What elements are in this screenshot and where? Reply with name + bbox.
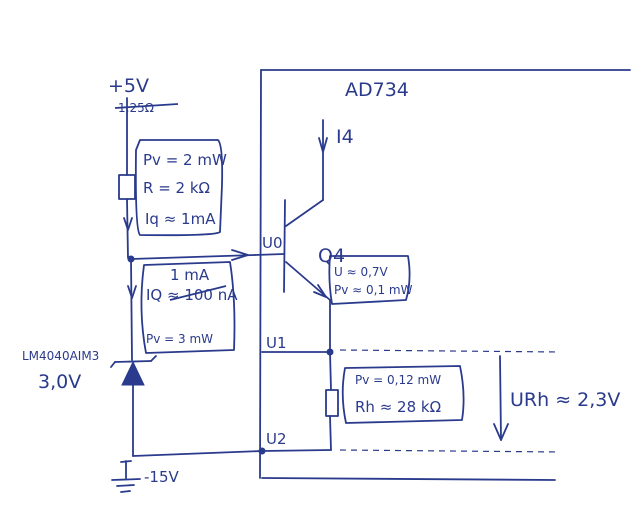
transistor-info-box (328, 255, 411, 305)
struck-out-line (114, 103, 179, 109)
chip-name: AD734 (345, 79, 409, 101)
node-u0: U0 (262, 234, 283, 252)
diode-voltage: 3,0V (38, 371, 81, 393)
resistor-pv: Pv = 2 mW (143, 151, 227, 169)
struck-out-current (169, 285, 227, 301)
node-u0-line (127, 249, 285, 263)
resistor-rh (258, 351, 339, 455)
current-i4: I4 (336, 126, 354, 148)
urh-label: URh ≈ 2,3V (510, 389, 620, 411)
diode-current-new: 1 mA (170, 266, 210, 284)
urh-arrow (493, 355, 509, 441)
transistor-vbe: U ≈ 0,7V (334, 265, 389, 279)
rh-value: Rh ≈ 28 kΩ (355, 398, 441, 416)
supply-label: +5V (108, 75, 149, 97)
ground-symbol (111, 460, 141, 493)
rh-info-box (341, 365, 465, 424)
rh-pv: Pv = 0,12 mW (355, 373, 441, 387)
resistor-value: R = 2 kΩ (143, 179, 210, 197)
diode-pv: Pv = 3 mW (146, 332, 213, 346)
node-u2: U2 (266, 430, 287, 448)
transistor-q4 (283, 119, 331, 353)
resistor-r (118, 97, 136, 259)
chip-boundary (259, 69, 631, 481)
node-u1: U1 (266, 334, 287, 352)
diode-info-box (140, 261, 236, 354)
diode-rail (110, 258, 263, 457)
transistor-pv: Pv ≈ 0,1 mW (334, 283, 413, 297)
diode-part-number: LM4040AIM3 (22, 349, 99, 363)
resistor-info-box (134, 139, 224, 237)
ground-label: -15V (144, 468, 179, 486)
resistor-iq: Iq ≈ 1mA (145, 210, 216, 228)
